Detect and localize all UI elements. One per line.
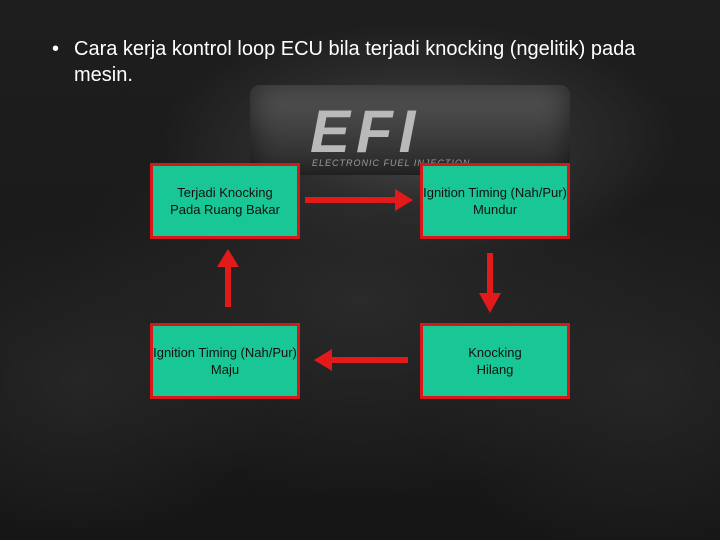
slide-title-text: Cara kerja kontrol loop ECU bila terjadi… <box>74 38 636 86</box>
node-terjadi-knocking: Terjadi Knocking Pada Ruang Bakar <box>150 163 300 239</box>
node-label: Terjadi Knocking Pada Ruang Bakar <box>170 185 280 217</box>
bullet: • <box>52 38 60 60</box>
arrow-left <box>314 349 408 371</box>
slide-title: • Cara kerja kontrol loop ECU bila terja… <box>52 36 692 88</box>
node-label: Ignition Timing (Nah/Pur) Maju <box>153 345 297 377</box>
arrow-up <box>217 249 239 307</box>
node-label: Ignition Timing (Nah/Pur) Mundur <box>423 185 567 217</box>
node-timing-mundur: Ignition Timing (Nah/Pur) Mundur <box>420 163 570 239</box>
efi-logo: EFI ELECTRONIC FUEL INJECTION <box>310 100 470 168</box>
engine-cover-plate <box>250 85 570 175</box>
arrow-down <box>479 253 501 313</box>
node-label: Knocking Hilang <box>468 345 522 377</box>
node-knocking-hilang: Knocking Hilang <box>420 323 570 399</box>
node-timing-maju: Ignition Timing (Nah/Pur) Maju <box>150 323 300 399</box>
arrow-right <box>305 189 413 211</box>
svg-text:ELECTRONIC FUEL INJECTION: ELECTRONIC FUEL INJECTION <box>312 158 470 168</box>
svg-text:EFI: EFI <box>310 100 421 165</box>
